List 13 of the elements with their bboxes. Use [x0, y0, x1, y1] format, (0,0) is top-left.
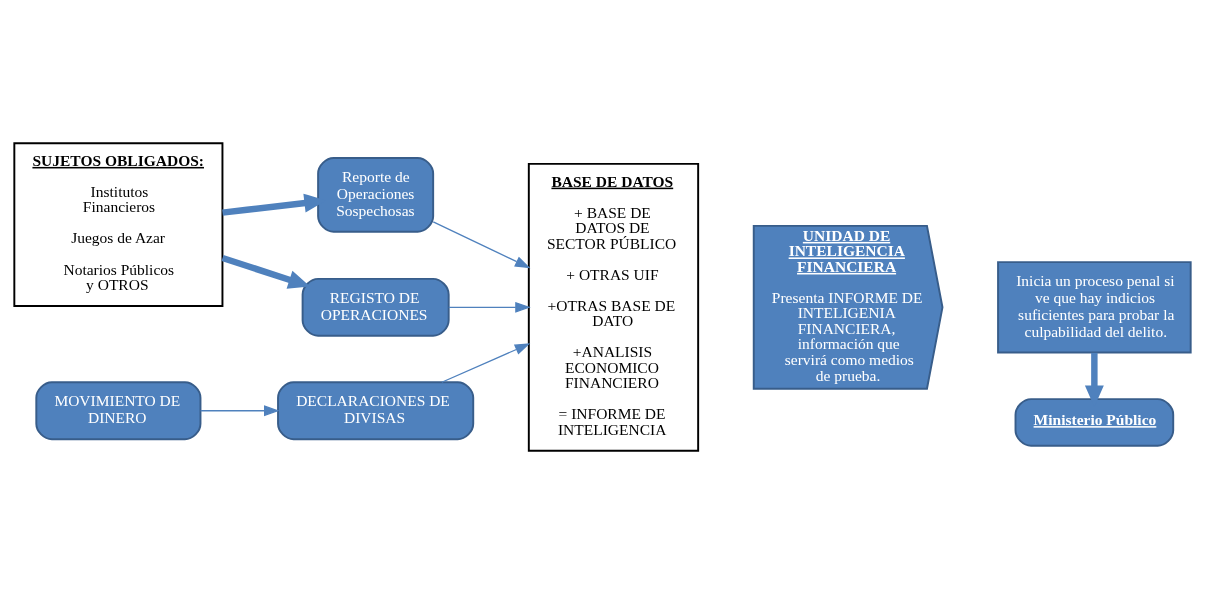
- node-box: MOVIMIENTO DE DINERO: [35, 381, 202, 441]
- node-box: REGISTO DE OPERACIONES: [301, 277, 450, 337]
- node-box: DECLARACIONES DE DIVISAS: [277, 381, 475, 441]
- arrow: [199, 405, 280, 417]
- arrow: [441, 343, 531, 383]
- node-box: Ministerio Público: [1014, 398, 1175, 447]
- arrow: [221, 254, 311, 289]
- node-box: Inicia un proceso penal si ve que hay indicios suficientes para probar la culpabilidad del delito.: [997, 261, 1192, 354]
- node-box: Reporte de Operaciones Sospechosas: [317, 157, 435, 233]
- node-box: BASE DE DATOS + BASE DE DATOS DE SECTOR PÚBLICO + OTRAS UIF +OTRAS BASE DE DATO +ANALISIS ECONOMICO FINANCIERO = INFORME DE INTELIGENCIA: [527, 162, 700, 452]
- arrow: [432, 221, 531, 269]
- node-box: SUJETOS OBLIGADOS: Institutos Financieros Juegos de Azar Notarios Públicos y OTROS: [13, 142, 224, 308]
- arrow: [448, 301, 531, 313]
